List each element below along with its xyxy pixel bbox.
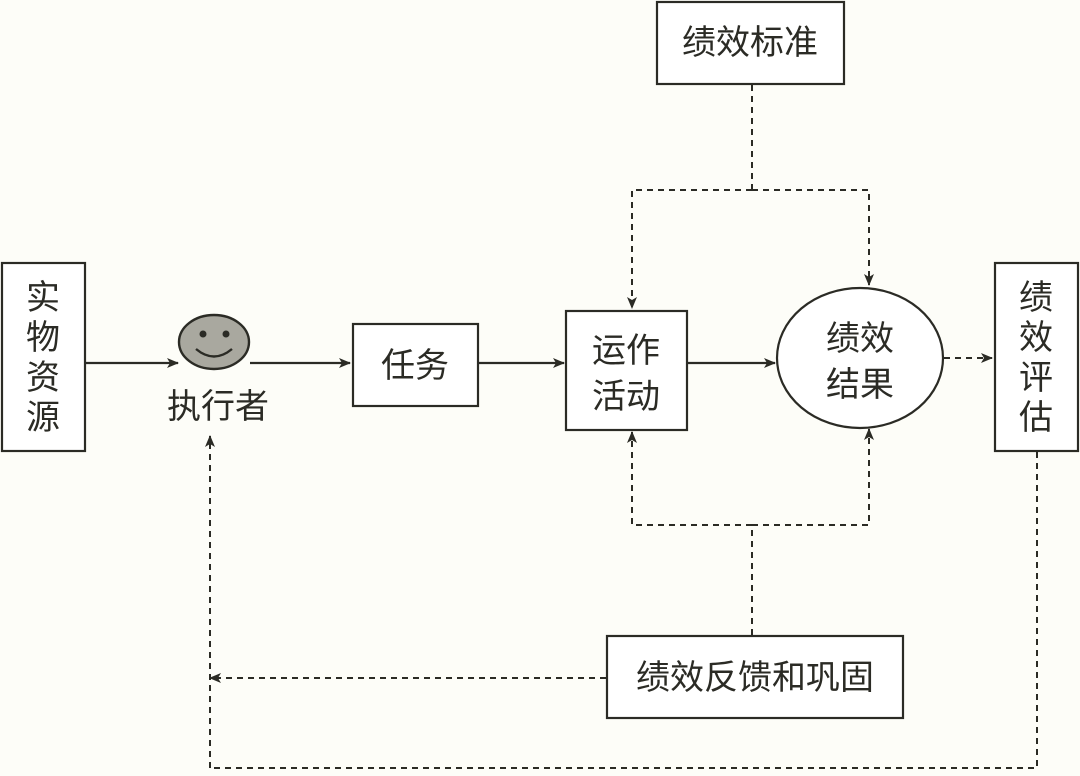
smiley-face-icon <box>177 313 251 371</box>
performance-result-line-1: 绩效 <box>826 319 894 359</box>
arrow-feedback-to-result <box>752 428 874 526</box>
material-resources-char-1: 实 <box>26 278 60 318</box>
node-performance-result: 绩效 结果 <box>775 286 945 430</box>
node-performance-standard: 绩效标准 <box>655 0 846 86</box>
feedback-label: 绩效反馈和巩固 <box>636 658 874 698</box>
node-executor: 执行者 <box>167 313 269 427</box>
executor-label: 执行者 <box>167 387 269 427</box>
arrow-standard-to-operation <box>627 189 752 309</box>
performance-evaluation-char-2: 效 <box>1019 318 1053 358</box>
operation-line-1: 运作 <box>592 331 660 371</box>
node-performance-evaluation: 绩 效 评 估 <box>993 261 1080 453</box>
performance-evaluation-char-3: 评 <box>1019 358 1053 398</box>
performance-evaluation-char-1: 绩 <box>1019 278 1053 318</box>
material-resources-char-4: 源 <box>26 398 60 438</box>
node-operation: 运作 活动 <box>564 309 689 432</box>
connectors <box>86 85 1038 769</box>
node-feedback: 绩效反馈和巩固 <box>605 634 905 720</box>
performance-evaluation-char-4: 估 <box>1019 398 1053 438</box>
performance-result-line-2: 结果 <box>826 365 894 405</box>
operation-line-2: 活动 <box>592 377 660 417</box>
arrow-standard-to-result <box>752 189 874 286</box>
node-task: 任务 <box>351 322 480 408</box>
task-label: 任务 <box>381 346 449 386</box>
node-material-resources: 实 物 资 源 <box>0 261 87 453</box>
performance-standard-label: 绩效标准 <box>682 23 818 63</box>
arrow-evaluation-to-executor-loop <box>210 452 1038 769</box>
arrow-feedback-to-operation <box>627 431 752 526</box>
material-resources-char-3: 资 <box>26 358 60 398</box>
material-resources-char-2: 物 <box>26 318 60 358</box>
